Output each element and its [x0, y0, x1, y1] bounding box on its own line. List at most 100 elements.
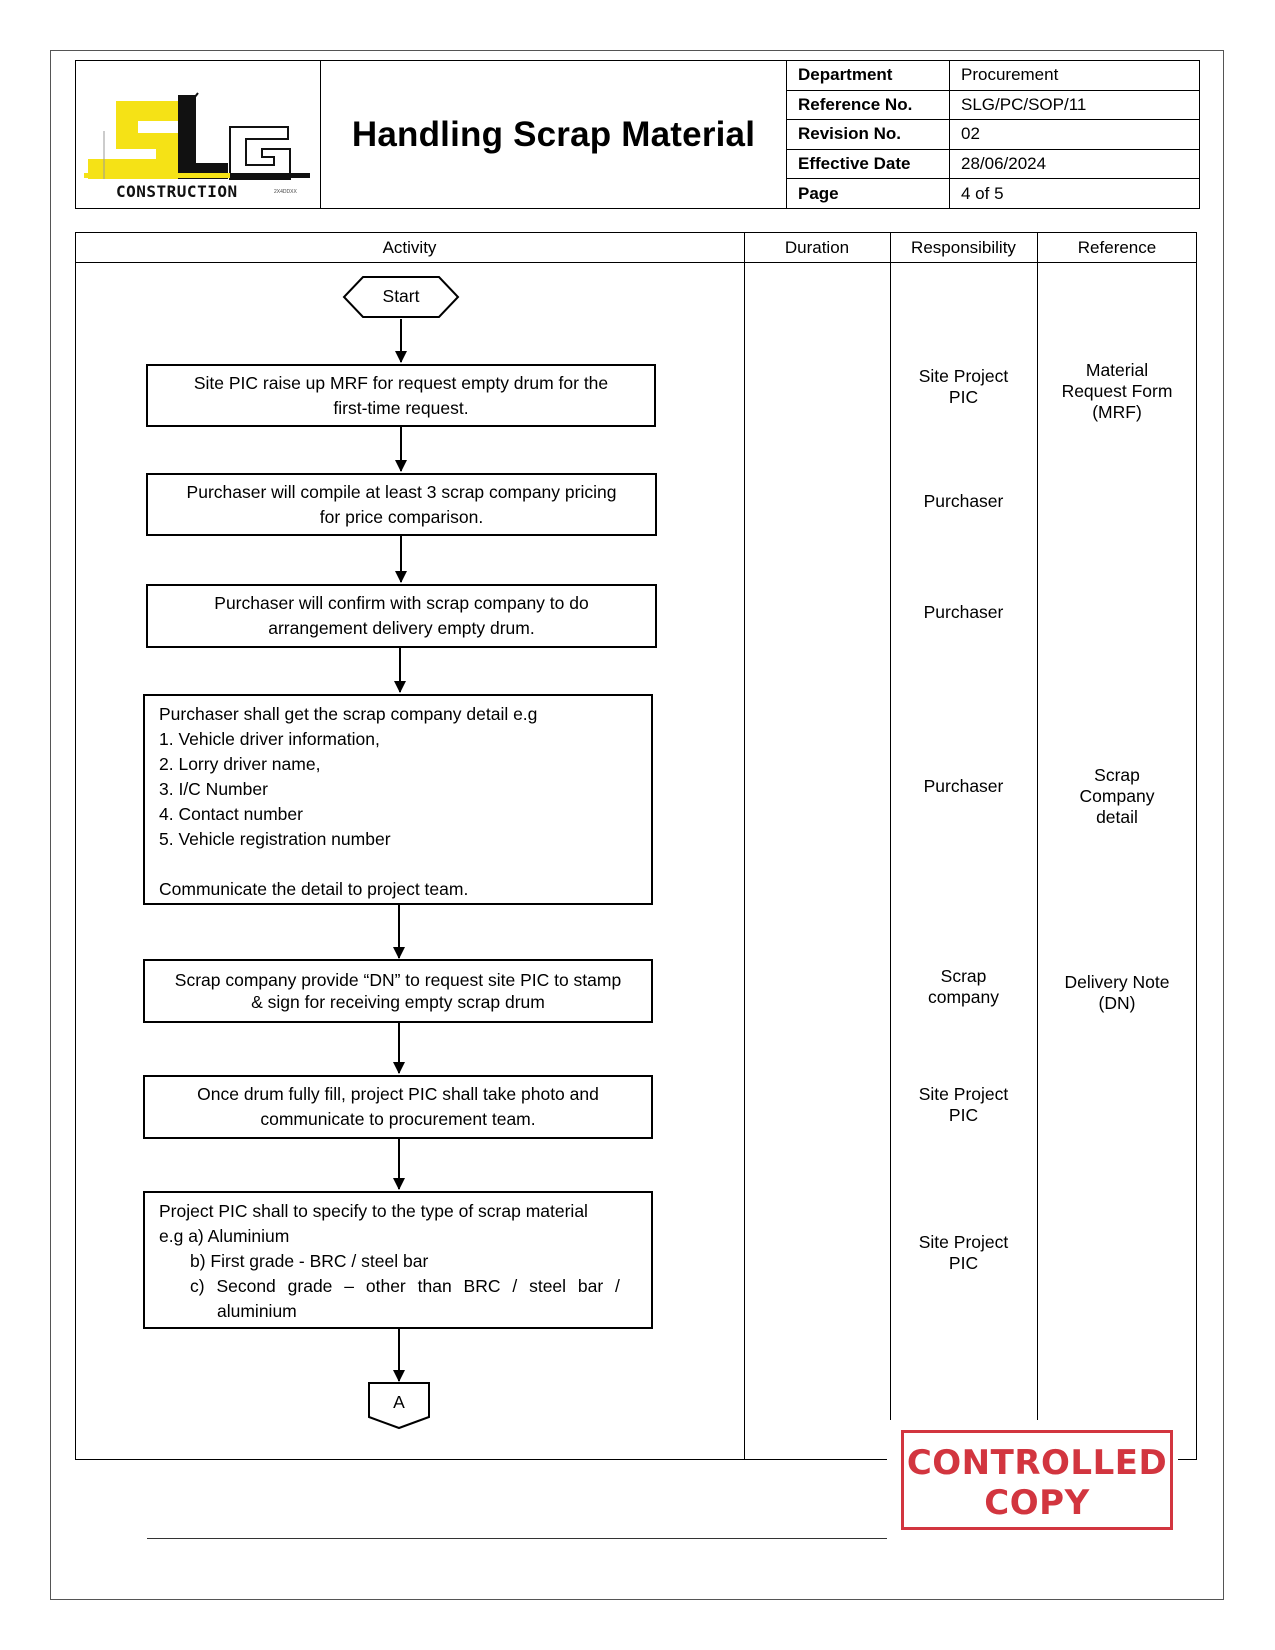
responsibility-text: PIC — [948, 1253, 979, 1273]
step-text: Scrap company provide “DN” to request si… — [174, 970, 622, 990]
page-frame — [50, 50, 1224, 1600]
step-6-box: Once drum fully fill, project PIC shall … — [143, 1075, 653, 1139]
list-item: aluminium — [217, 1301, 297, 1321]
slg-logo-icon — [84, 92, 310, 180]
title-cell: Handling Scrap Material — [320, 60, 786, 209]
logo-text: CONSTRUCTION — [116, 182, 238, 201]
column-divider — [890, 232, 891, 1420]
responsibility-text: PIC — [948, 1105, 979, 1125]
info-value: 28/06/2024 — [961, 154, 1047, 174]
table-bottom-border — [75, 1459, 887, 1460]
connector-label: A — [393, 1392, 405, 1412]
responsibility-text: Site Project — [918, 1084, 1009, 1104]
column-divider — [744, 232, 745, 1460]
responsibility-text: Purchaser — [923, 491, 1004, 511]
column-header-activity: Activity — [382, 237, 437, 257]
spacer — [159, 852, 537, 877]
list-item: 1. Vehicle driver information, — [159, 729, 380, 749]
responsibility-step-4: Purchaser — [890, 776, 1037, 797]
reference-text: (DN) — [1098, 993, 1136, 1013]
reference-text: Request Form — [1061, 381, 1173, 401]
column-header-duration: Duration — [784, 237, 850, 257]
list-item: 2. Lorry driver name, — [159, 754, 321, 774]
responsibility-step-6: Site Project PIC — [890, 1084, 1037, 1126]
info-row-reference: Reference No. SLG/PC/SOP/11 — [787, 90, 1199, 121]
responsibility-text: Purchaser — [923, 602, 1004, 622]
stamp-text: CONTROLLED — [906, 1443, 1168, 1483]
start-terminator — [342, 276, 460, 318]
responsibility-text: Purchaser — [923, 776, 1004, 796]
flow-arrow — [395, 427, 407, 472]
responsibility-text: PIC — [948, 387, 979, 407]
info-key: Revision No. — [787, 120, 950, 149]
reference-text: Company — [1079, 786, 1155, 806]
reference-text: Scrap — [1094, 765, 1140, 785]
list-item: c) Second grade – other than BRC / steel… — [190, 1276, 620, 1296]
off-page-connector — [368, 1382, 430, 1430]
step-text: Purchaser will compile at least 3 scrap … — [186, 481, 617, 502]
reference-step-5: Delivery Note (DN) — [1037, 972, 1197, 1014]
flow-arrow — [395, 536, 407, 583]
step-2-box: Purchaser will compile at least 3 scrap … — [146, 473, 657, 536]
info-value: 02 — [961, 124, 980, 144]
step-1-box: Site PIC raise up MRF for request empty … — [146, 364, 656, 427]
footer-line — [147, 1538, 887, 1539]
info-row-effective-date: Effective Date 28/06/2024 — [787, 149, 1199, 180]
list-item: 5. Vehicle registration number — [159, 829, 391, 849]
list-item: 3. I/C Number — [159, 779, 268, 799]
step-text: arrangement delivery empty drum. — [268, 618, 535, 638]
step-text: Project PIC shall to specify to the type… — [159, 1201, 588, 1221]
responsibility-step-5: Scrap company — [890, 966, 1037, 1008]
flow-arrow — [393, 1329, 405, 1382]
info-row-revision: Revision No. 02 — [787, 120, 1199, 150]
responsibility-text: Scrap — [940, 966, 987, 986]
flow-arrow — [393, 905, 405, 959]
step-text: & sign for receiving empty scrap drum — [251, 992, 545, 1012]
info-row-department: Department Procurement — [787, 61, 1199, 91]
step-text: e.g a) Aluminium — [159, 1226, 290, 1246]
flow-arrow — [393, 1139, 405, 1190]
logo-small-text: 2X4DDXX — [274, 189, 297, 195]
info-value: Procurement — [961, 65, 1059, 85]
controlled-copy-stamp: CONTROLLED COPY — [901, 1430, 1173, 1530]
start-label: Start — [382, 286, 420, 306]
responsibility-text: Site Project — [918, 366, 1009, 386]
responsibility-step-2: Purchaser — [890, 491, 1037, 512]
reference-step-1: Material Request Form (MRF) — [1037, 360, 1197, 423]
flow-arrow — [393, 1023, 405, 1074]
info-value: 4 of 5 — [961, 184, 1004, 204]
step-4-box: Purchaser shall get the scrap company de… — [143, 694, 653, 905]
step-text: communicate to procurement team. — [260, 1109, 536, 1129]
step-3-box: Purchaser will confirm with scrap compan… — [146, 584, 657, 648]
flow-arrow — [394, 648, 406, 693]
logo-cell: CONSTRUCTION 2X4DDXX — [75, 60, 320, 209]
reference-text: detail — [1096, 807, 1138, 827]
info-key: Department — [787, 61, 950, 90]
responsibility-step-7: Site Project PIC — [890, 1232, 1037, 1274]
step-text: for price comparison. — [319, 506, 484, 527]
responsibility-step-1: Site Project PIC — [890, 366, 1037, 408]
info-value: SLG/PC/SOP/11 — [961, 94, 1087, 114]
column-header-reference: Reference — [1077, 237, 1157, 257]
reference-step-4: Scrap Company detail — [1037, 765, 1197, 828]
reference-text: (MRF) — [1092, 402, 1142, 422]
column-divider — [1037, 232, 1038, 1420]
info-key: Page — [787, 179, 950, 209]
info-key: Effective Date — [787, 149, 950, 179]
reference-text: Material — [1085, 360, 1149, 380]
procedure-table — [75, 232, 1197, 1460]
list-item: 4. Contact number — [159, 804, 303, 824]
step-text: first-time request. — [333, 397, 469, 418]
step-text: Site PIC raise up MRF for request empty … — [193, 372, 609, 393]
reference-text: Delivery Note — [1064, 972, 1170, 992]
list-item: b) First grade - BRC / steel bar — [190, 1251, 429, 1271]
step-5-box: Scrap company provide “DN” to request si… — [143, 959, 653, 1023]
responsibility-text: Site Project — [918, 1232, 1009, 1252]
step-text: Once drum fully fill, project PIC shall … — [197, 1084, 599, 1104]
step-text: Purchaser will confirm with scrap compan… — [214, 593, 589, 613]
column-header-responsibility: Responsibility — [911, 237, 1016, 257]
document-info-table: Department Procurement Reference No. SLG… — [786, 60, 1200, 209]
info-row-page: Page 4 of 5 — [787, 179, 1199, 209]
step-text: Purchaser shall get the scrap company de… — [159, 704, 538, 724]
info-key: Reference No. — [787, 90, 950, 120]
